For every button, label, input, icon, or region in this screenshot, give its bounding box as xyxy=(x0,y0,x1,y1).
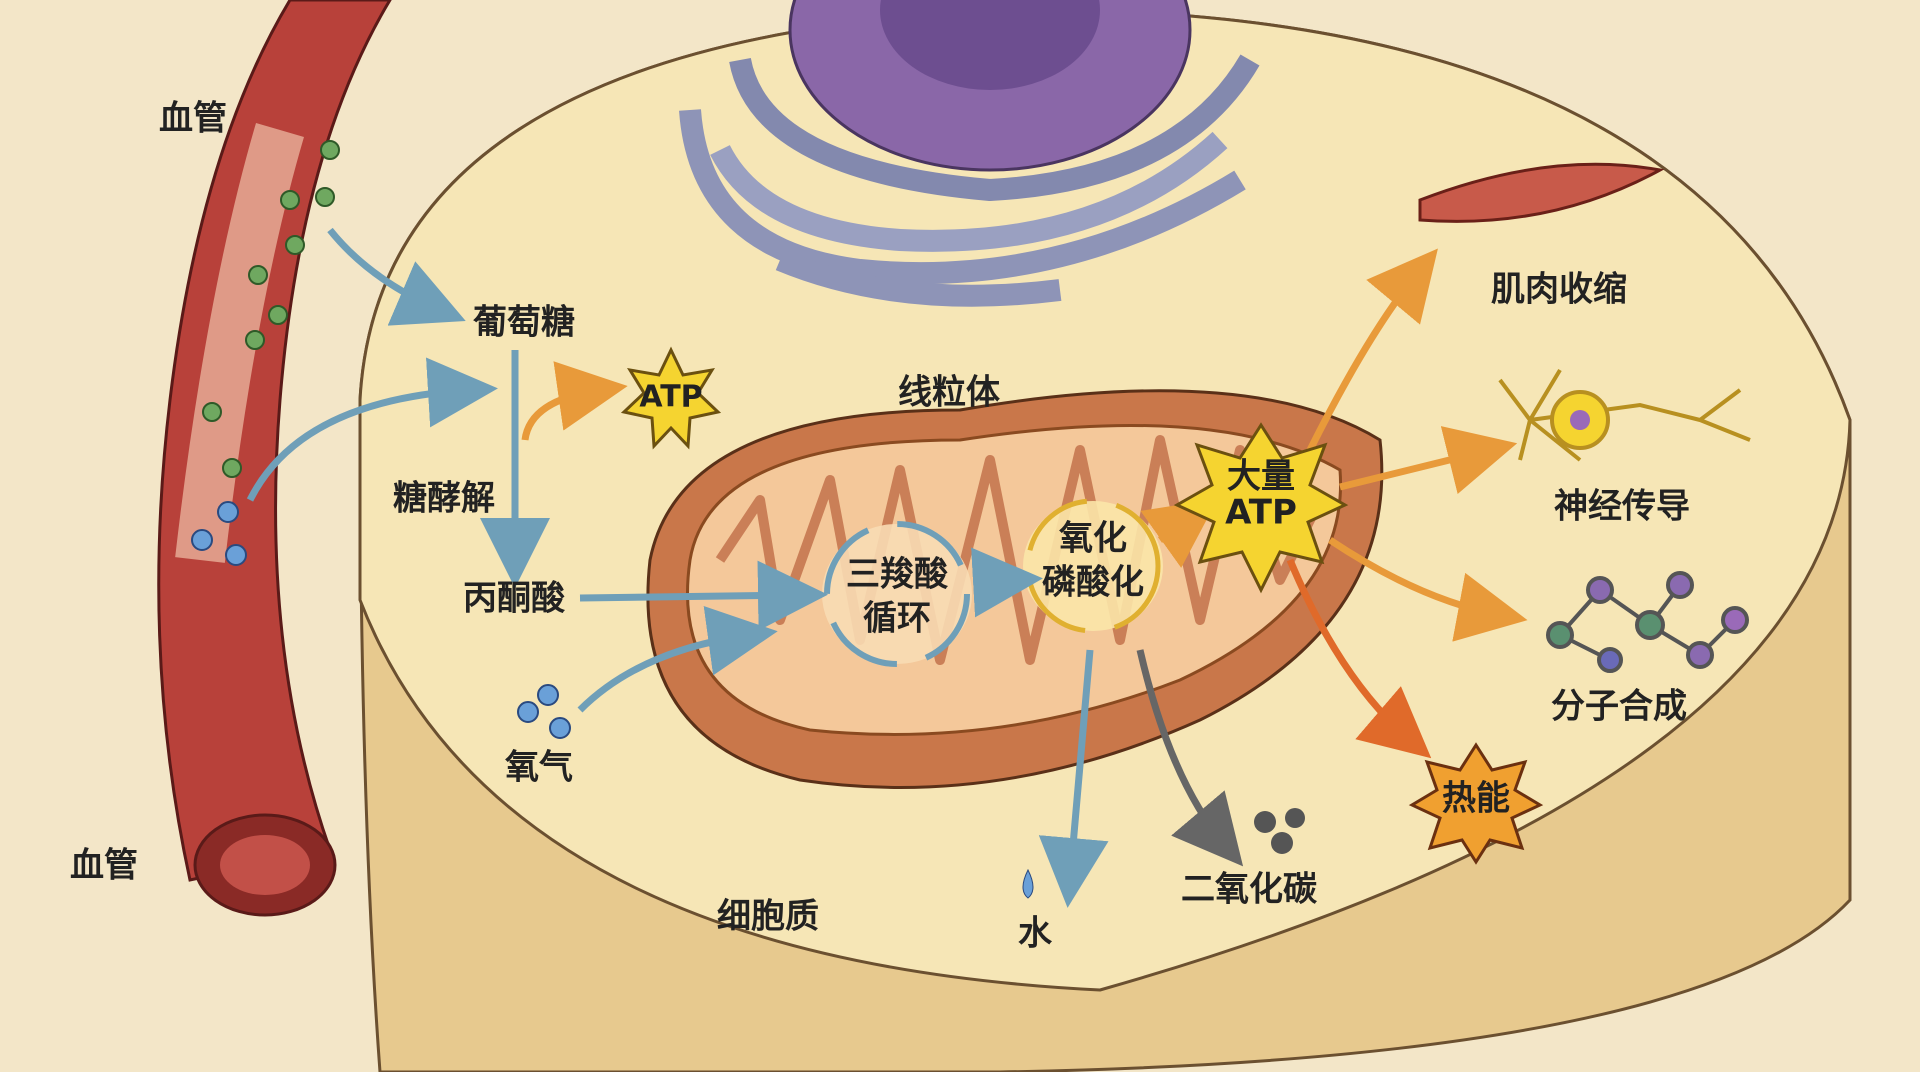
glucose-molecules xyxy=(202,140,340,478)
label-atp-small: ATP xyxy=(639,380,702,415)
label-muscle: 肌肉收缩 xyxy=(1491,270,1627,310)
label-atp-large-1: 大量 xyxy=(1227,457,1295,497)
nucleus xyxy=(788,0,1192,172)
label-oxygen: 氧气 xyxy=(505,748,573,788)
heat-star xyxy=(1408,742,1544,865)
co2-molecules xyxy=(1254,808,1305,854)
endoplasmic-reticulum xyxy=(679,54,1260,307)
label-co2: 二氧化碳 xyxy=(1181,870,1318,910)
label-tca-2: 循环 xyxy=(863,599,931,639)
label-cytoplasm: 细胞质 xyxy=(717,897,819,937)
atp-large-star xyxy=(1173,422,1349,594)
muscle-icon xyxy=(1418,162,1665,223)
label-pyruvate: 丙酮酸 xyxy=(463,579,566,619)
label-water: 水 xyxy=(1018,914,1053,954)
blood-vessel xyxy=(157,0,392,917)
label-synthesis: 分子合成 xyxy=(1551,687,1687,727)
neuron-icon xyxy=(1498,368,1751,462)
label-nerve: 神经传导 xyxy=(1554,487,1690,527)
oxygen-in-vessel xyxy=(191,501,247,566)
label-mitochondrion: 线粒体 xyxy=(898,373,1000,413)
label-oxphos-1: 氧化 xyxy=(1059,519,1127,559)
label-glucose: 葡萄糖 xyxy=(473,303,575,343)
label-glycolysis: 糖酵解 xyxy=(393,479,495,519)
flow-arrows xyxy=(246,227,1528,908)
water-drop-icon xyxy=(1022,868,1034,899)
label-oxphos-2: 磷酸化 xyxy=(1042,563,1144,603)
oxygen-molecules xyxy=(517,684,571,739)
label-atp-large-2: ATP xyxy=(1225,493,1297,533)
molecule-icon xyxy=(1546,571,1749,673)
label-blood-vessel-bottom: 血管 xyxy=(70,846,138,886)
label-blood-vessel-top: 血管 xyxy=(159,99,227,139)
label-tca-1: 三羧酸 xyxy=(846,555,949,595)
atp-small-star xyxy=(620,346,722,450)
label-heat: 热能 xyxy=(1442,779,1510,819)
